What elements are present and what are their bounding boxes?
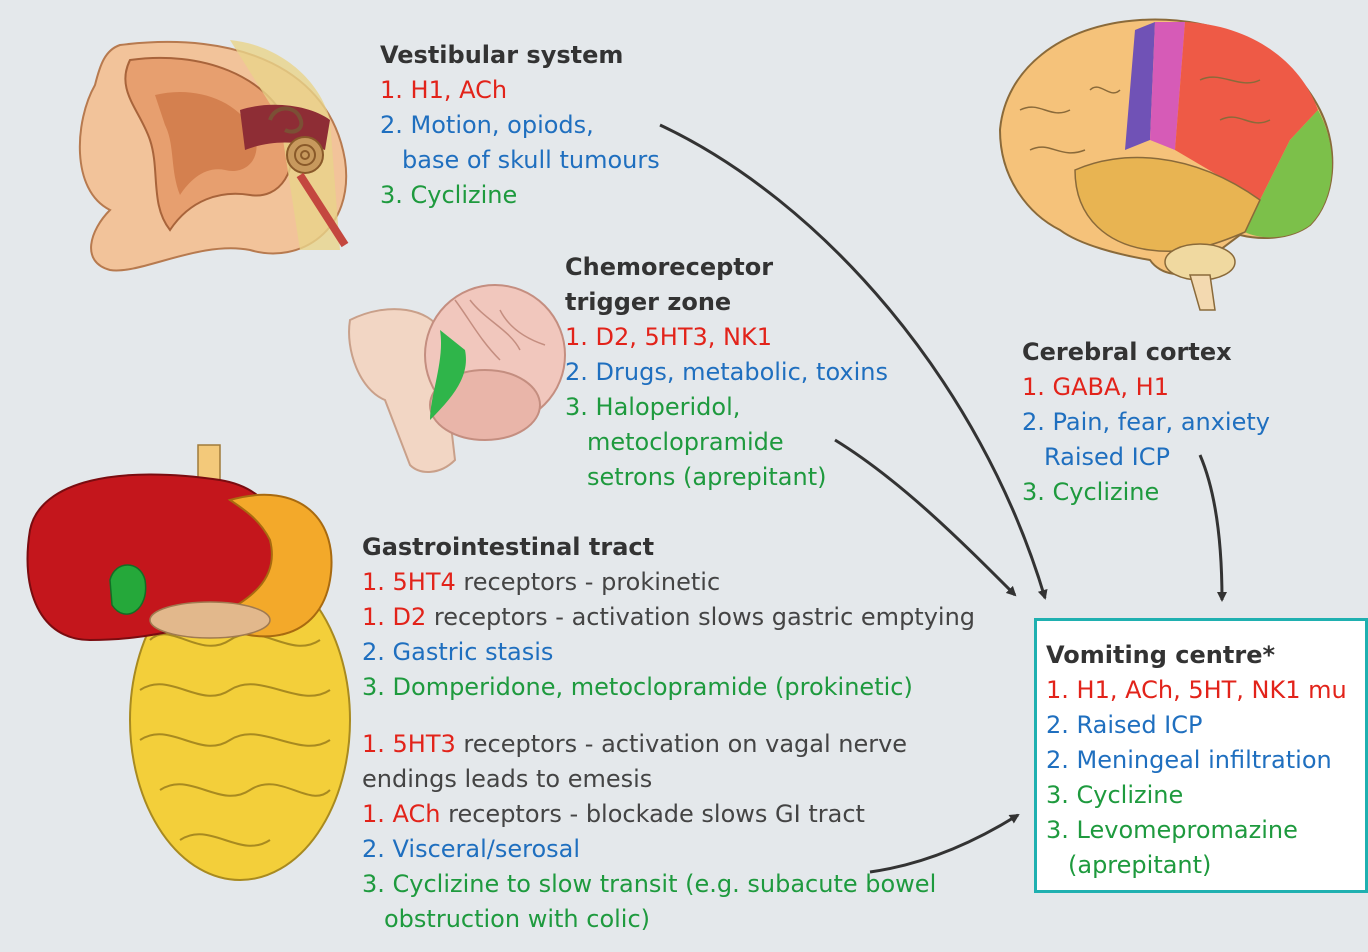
gi-row-5ht3: 1. 5HT3 receptors - activation on vagal … xyxy=(362,727,975,762)
vomiting-title: Vomiting centre* xyxy=(1046,638,1347,673)
vomiting-drug-levomepromazine: 3. Levomepromazine xyxy=(1046,813,1347,848)
vestibular-receptors: 1. H1, ACh xyxy=(380,73,660,108)
gi-5ht3-text: receptors - activation on vagal nerve xyxy=(456,730,907,758)
vomiting-section: Vomiting centre* 1. H1, ACh, 5HT, NK1 mu… xyxy=(1046,638,1347,883)
cortex-causes-cont: Raised ICP xyxy=(1022,440,1270,475)
gi-row-d2: 1. D2 receptors - activation slows gastr… xyxy=(362,600,975,635)
vestibular-causes-cont: base of skull tumours xyxy=(380,143,660,178)
cortex-section: Cerebral cortex 1. GABA, H1 2. Pain, fea… xyxy=(1022,335,1270,510)
ctz-causes: 2. Drugs, metabolic, toxins xyxy=(565,355,888,390)
ctz-section: Chemoreceptor trigger zone 1. D2, 5HT3, … xyxy=(565,250,888,495)
ear-illustration xyxy=(80,40,346,270)
gi-5ht3-receptor: 1. 5HT3 xyxy=(362,730,456,758)
gi-row-5ht4: 1. 5HT4 receptors - prokinetic xyxy=(362,565,975,600)
vomiting-cause-meningeal: 2. Meningeal infiltration xyxy=(1046,743,1347,778)
cortex-causes: 2. Pain, fear, anxiety xyxy=(1022,405,1270,440)
gi-ach-receptor: 1. ACh xyxy=(362,800,441,828)
brainstem-illustration xyxy=(349,285,565,472)
ctz-receptors: 1. D2, 5HT3, NK1 xyxy=(565,320,888,355)
gi-spacer xyxy=(362,705,975,727)
gi-cause-stasis: 2. Gastric stasis xyxy=(362,635,975,670)
gi-drug-cyclizine: 3. Cyclizine to slow transit (e.g. subac… xyxy=(362,867,975,902)
cortex-drug: 3. Cyclizine xyxy=(1022,475,1270,510)
ctz-drugs: 3. Haloperidol, xyxy=(565,390,888,425)
gi-tract-illustration xyxy=(28,445,351,880)
vestibular-drug: 3. Cyclizine xyxy=(380,178,660,213)
gi-cause-visceral: 2. Visceral/serosal xyxy=(362,832,975,867)
gi-row-ach: 1. ACh receptors - blockade slows GI tra… xyxy=(362,797,975,832)
gi-drug-cyclizine-cont: obstruction with colic) xyxy=(362,902,975,937)
gi-5ht4-text: receptors - prokinetic xyxy=(456,568,720,596)
gi-section: Gastrointestinal tract 1. 5HT4 receptors… xyxy=(362,530,975,937)
vomiting-drug-cyclizine: 3. Cyclizine xyxy=(1046,778,1347,813)
gi-d2-text: receptors - activation slows gastric emp… xyxy=(426,603,975,631)
ctz-title: Chemoreceptor xyxy=(565,250,888,285)
ctz-title-cont: trigger zone xyxy=(565,285,888,320)
vomiting-drug-aprepitant: (aprepitant) xyxy=(1046,848,1347,883)
gi-d2-receptor: 1. D2 xyxy=(362,603,426,631)
vestibular-causes: 2. Motion, opiods, xyxy=(380,108,660,143)
vestibular-title: Vestibular system xyxy=(380,38,660,73)
vomiting-cause-icp: 2. Raised ICP xyxy=(1046,708,1347,743)
ctz-drugs-cont: metoclopramide xyxy=(565,425,888,460)
gi-5ht4-receptor: 1. 5HT4 xyxy=(362,568,456,596)
gi-ach-text: receptors - blockade slows GI tract xyxy=(441,800,865,828)
cortex-receptors: 1. GABA, H1 xyxy=(1022,370,1270,405)
vomiting-receptors: 1. H1, ACh, 5HT, NK1 mu xyxy=(1046,673,1347,708)
gi-title: Gastrointestinal tract xyxy=(362,530,975,565)
brain-illustration xyxy=(1000,20,1332,310)
ctz-drugs-cont2: setrons (aprepitant) xyxy=(565,460,888,495)
vestibular-section: Vestibular system 1. H1, ACh 2. Motion, … xyxy=(380,38,660,213)
gi-5ht3-text-cont: endings leads to emesis xyxy=(362,762,975,797)
gi-drug-prokinetic: 3. Domperidone, metoclopramide (prokinet… xyxy=(362,670,975,705)
cortex-title: Cerebral cortex xyxy=(1022,335,1270,370)
